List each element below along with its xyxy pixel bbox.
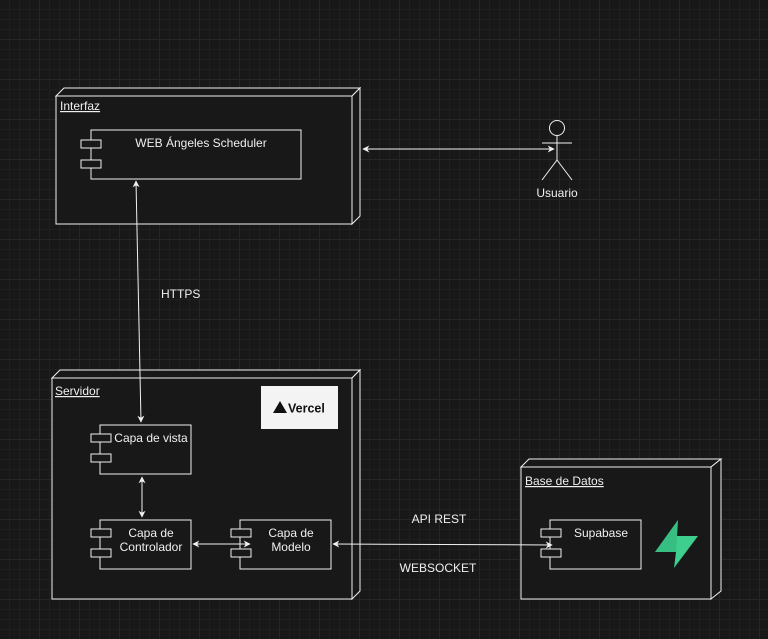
component-controlador-label-line1: Capa de — [128, 526, 174, 540]
component-vista-label: Capa de vista — [114, 431, 188, 445]
component-web-port — [80, 139, 102, 149]
component-controlador-port — [90, 528, 112, 538]
edge-https-label: HTTPS — [161, 287, 200, 301]
component-web[interactable]: WEB Ángeles Scheduler — [80, 129, 302, 180]
actor-usuario[interactable]: Usuario — [536, 120, 578, 201]
component-web-port — [80, 159, 102, 169]
component-supabase-port — [540, 548, 562, 558]
component-modelo-port — [230, 548, 252, 558]
component-controlador[interactable]: Capa de Controlador — [90, 519, 192, 570]
component-vista[interactable]: Capa de vista — [90, 424, 192, 475]
node-interfaz-label: Interfaz — [60, 99, 100, 113]
component-modelo-label-line2: Modelo — [271, 540, 311, 554]
node-servidor-label: Servidor — [55, 384, 100, 398]
component-controlador-port — [90, 548, 112, 558]
component-vista-port — [90, 453, 112, 463]
node-base-datos-label: Base de Datos — [525, 474, 604, 488]
component-modelo-port — [230, 528, 252, 538]
component-supabase-port — [540, 528, 562, 538]
component-controlador-label-line2: Controlador — [120, 540, 183, 554]
component-supabase-label: Supabase — [574, 526, 628, 540]
component-supabase[interactable]: Supabase — [540, 519, 642, 570]
edge-https[interactable] — [132, 180, 145, 423]
edge-modelo-supabase[interactable] — [332, 540, 553, 549]
actor-usuario-label: Usuario — [536, 186, 578, 200]
component-web-label: WEB Ángeles Scheduler — [135, 135, 266, 150]
edge-api-rest-label: API REST — [412, 512, 467, 526]
component-vista-port — [90, 433, 112, 443]
vercel-logo-text: Vercel — [288, 402, 325, 416]
component-modelo-label-line1: Capa de — [268, 526, 314, 540]
actor-head-icon — [549, 120, 565, 136]
supabase-bolt-icon — [655, 520, 698, 568]
edge-websocket-label: WEBSOCKET — [400, 561, 477, 575]
vercel-triangle-icon — [273, 401, 287, 413]
vercel-logo: Vercel — [261, 386, 338, 429]
